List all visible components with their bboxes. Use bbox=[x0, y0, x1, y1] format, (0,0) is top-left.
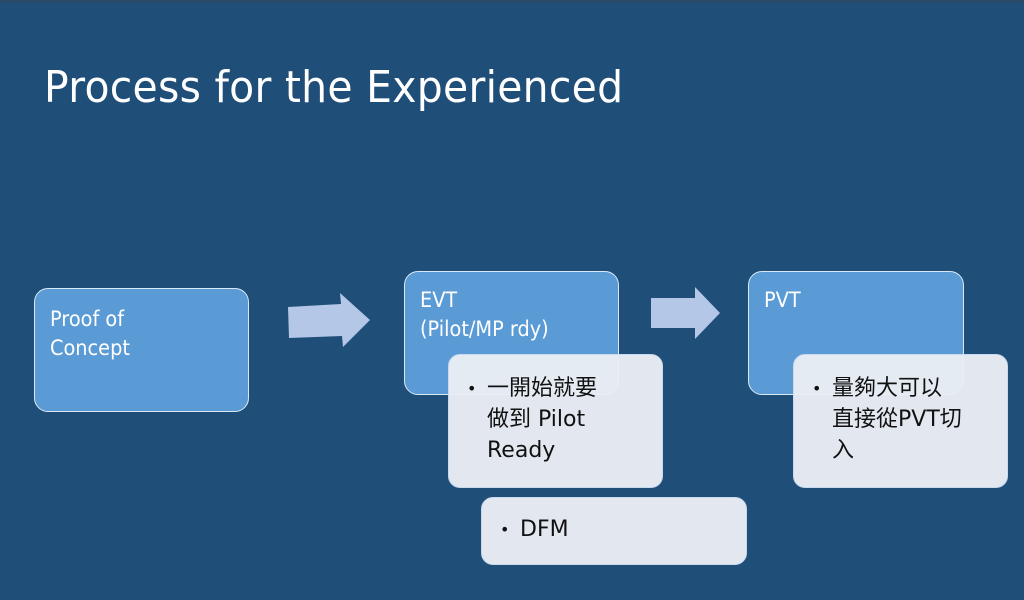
note-pvt: • 量夠大可以 直接從PVT切 入 bbox=[793, 354, 1008, 488]
arrow-shape bbox=[651, 287, 720, 339]
stage-label: EVT (Pilot/MP rdy) bbox=[420, 288, 549, 341]
note-bullet-item: • 量夠大可以 直接從PVT切 入 bbox=[812, 373, 991, 466]
note-text: DFM bbox=[520, 517, 569, 542]
note-text: 一開始就要 做到 Pilot Ready bbox=[487, 376, 598, 463]
arrow-shape bbox=[288, 293, 370, 347]
stage-label: PVT bbox=[764, 288, 801, 312]
slide-top-border bbox=[0, 0, 1024, 3]
note-text: 量夠大可以 直接從PVT切 入 bbox=[832, 376, 962, 463]
right-arrow-icon bbox=[651, 287, 720, 339]
note-evt: • 一開始就要 做到 Pilot Ready bbox=[448, 354, 663, 488]
stage-label: Proof of Concept bbox=[50, 307, 130, 360]
stage-proof-of-concept: Proof of Concept bbox=[34, 288, 249, 412]
bullet-icon: • bbox=[467, 379, 477, 398]
note-bullet-item: • 一開始就要 做到 Pilot Ready bbox=[467, 373, 646, 466]
right-arrow-icon bbox=[288, 293, 370, 347]
bullet-icon: • bbox=[812, 379, 822, 398]
note-bullet-item: • DFM bbox=[500, 514, 730, 545]
note-dfm: • DFM bbox=[481, 497, 747, 565]
bullet-icon: • bbox=[500, 520, 510, 539]
slide-title: Process for the Experienced bbox=[44, 62, 624, 113]
